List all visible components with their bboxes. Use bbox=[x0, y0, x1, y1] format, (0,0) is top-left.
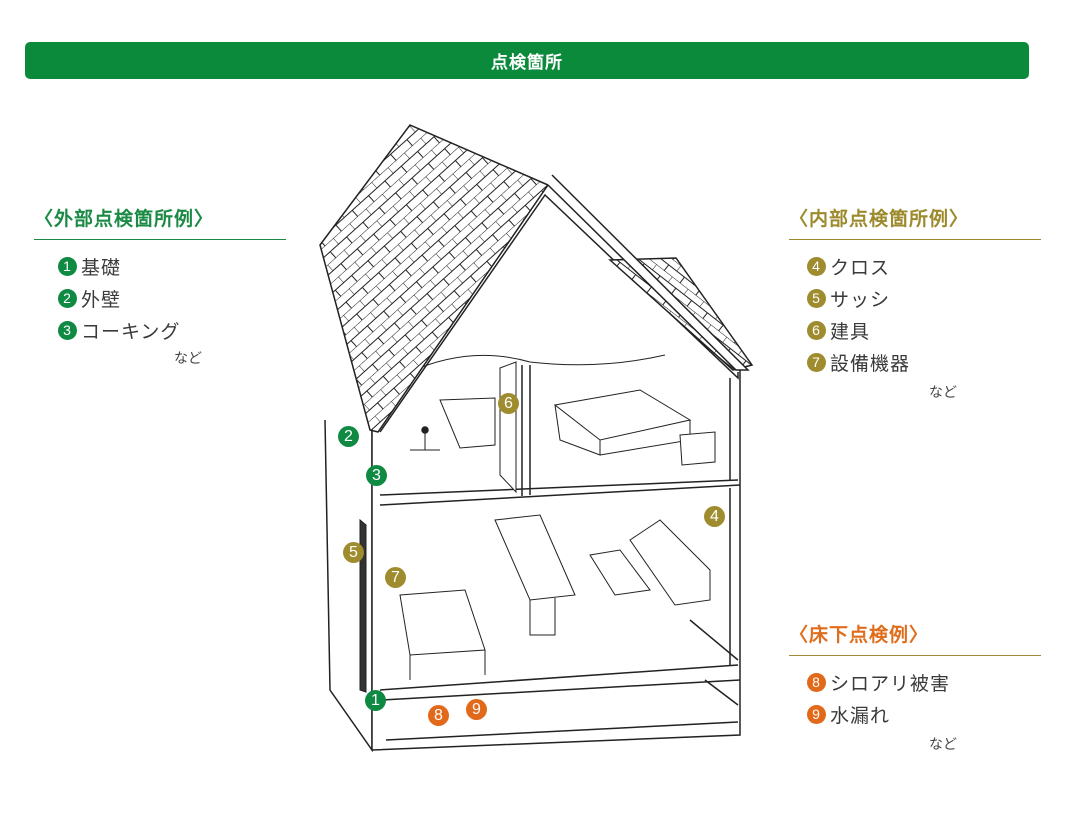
number-badge-icon: 9 bbox=[807, 704, 826, 724]
marker-1: 1 bbox=[365, 690, 386, 711]
item-label: 設備機器 bbox=[830, 352, 911, 375]
item-label: 外壁 bbox=[81, 288, 122, 311]
marker-6: 6 bbox=[498, 393, 519, 414]
exterior-title: 〈外部点検箇所例〉 bbox=[34, 208, 215, 230]
interior-title: 〈内部点検箇所例〉 bbox=[789, 208, 970, 230]
number-badge-icon: 3 bbox=[58, 320, 77, 340]
interior-divider bbox=[789, 239, 1041, 240]
item-label: サッシ bbox=[830, 288, 891, 311]
number-badge-icon: 2 bbox=[58, 288, 77, 308]
marker-5: 5 bbox=[343, 542, 364, 563]
number-badge-icon: 5 bbox=[807, 288, 826, 308]
section-header: 点検箇所 bbox=[25, 42, 1029, 79]
item-label: コーキング bbox=[81, 320, 181, 343]
item-label: 水漏れ bbox=[830, 704, 891, 727]
number-badge-icon: 6 bbox=[807, 320, 826, 340]
number-badge-icon: 4 bbox=[807, 256, 826, 276]
item-label: シロアリ被害 bbox=[830, 672, 951, 695]
item-label: クロス bbox=[830, 256, 891, 279]
number-badge-icon: 7 bbox=[807, 352, 826, 372]
underfloor-divider bbox=[789, 655, 1041, 656]
marker-7: 7 bbox=[385, 567, 406, 588]
house-drawing-icon bbox=[319, 124, 754, 753]
number-badge-icon: 1 bbox=[58, 256, 77, 276]
number-badge-icon: 8 bbox=[807, 672, 826, 692]
item-label: 建具 bbox=[830, 320, 871, 343]
etc-note: など bbox=[174, 351, 202, 367]
section-title: 点検箇所 bbox=[491, 53, 563, 73]
exterior-divider bbox=[34, 239, 286, 240]
marker-2: 2 bbox=[338, 426, 359, 447]
etc-note: など bbox=[929, 737, 957, 753]
marker-3: 3 bbox=[366, 465, 387, 486]
marker-9: 9 bbox=[466, 699, 487, 720]
underfloor-title: 〈床下点検例〉 bbox=[789, 624, 930, 646]
item-label: 基礎 bbox=[81, 256, 122, 279]
house-cutaway-illustration: 1 2 3 4 5 6 7 8 9 bbox=[300, 110, 780, 760]
etc-note: など bbox=[929, 385, 957, 401]
marker-4: 4 bbox=[704, 506, 725, 527]
marker-8: 8 bbox=[428, 705, 449, 726]
